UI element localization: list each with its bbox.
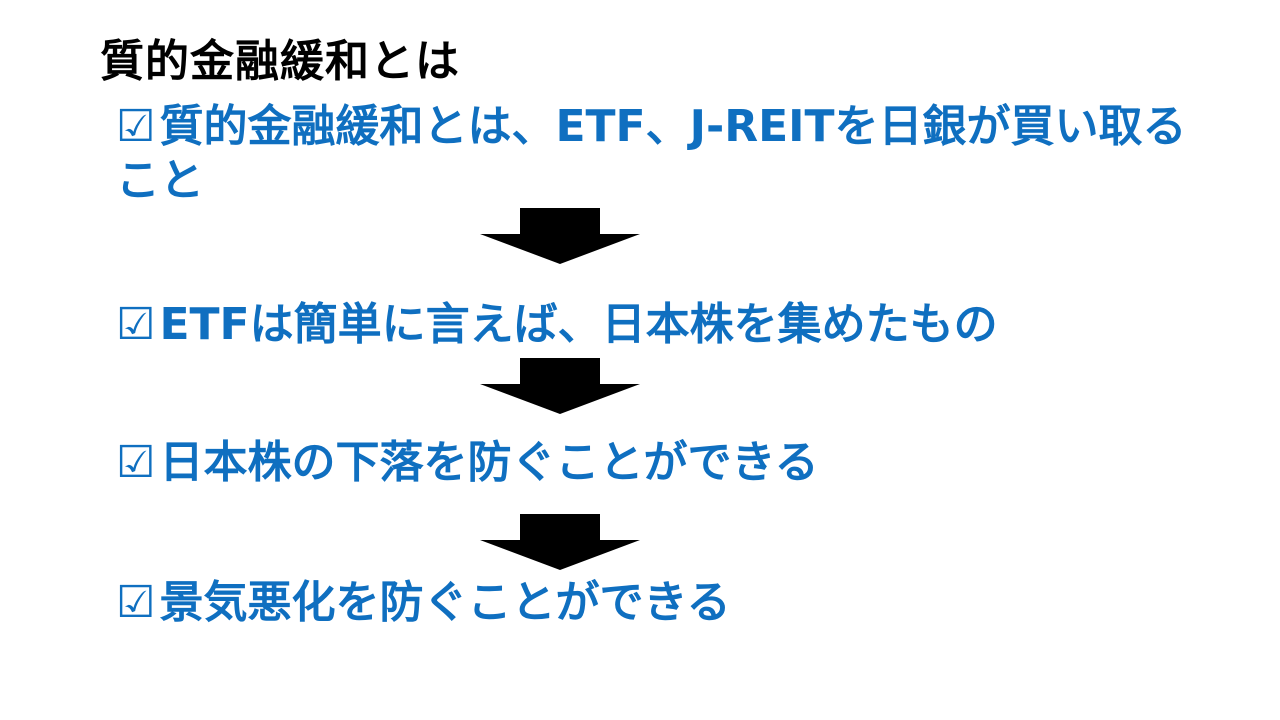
checkbox-icon: ☑ [116, 437, 156, 488]
slide-title: 質的金融緩和とは [100, 36, 460, 87]
bullet-item-2: ☑ETFは簡単に言えば、日本株を集めたもの [116, 298, 1216, 352]
bullet-text-1: 質的金融緩和とは、ETF、J-REITを日銀が買い取ること [116, 101, 1187, 206]
bullet-text-4: 景気悪化を防ぐことができる [159, 577, 731, 628]
bullet-item-4: ☑景気悪化を防ぐことができる [116, 576, 1216, 630]
checkbox-icon: ☑ [116, 101, 156, 152]
bullet-item-3: ☑日本株の下落を防ぐことができる [116, 436, 1216, 490]
down-arrow-icon [480, 514, 640, 570]
down-arrow-icon [480, 358, 640, 414]
bullet-text-2: ETFは簡単に言えば、日本株を集めたもの [159, 299, 998, 350]
checkbox-icon: ☑ [116, 577, 156, 628]
bullet-item-1: ☑質的金融緩和とは、ETF、J-REITを日銀が買い取ること [116, 100, 1196, 208]
checkbox-icon: ☑ [116, 299, 156, 350]
down-arrow-icon [480, 208, 640, 264]
bullet-text-3: 日本株の下落を防ぐことができる [159, 437, 819, 488]
